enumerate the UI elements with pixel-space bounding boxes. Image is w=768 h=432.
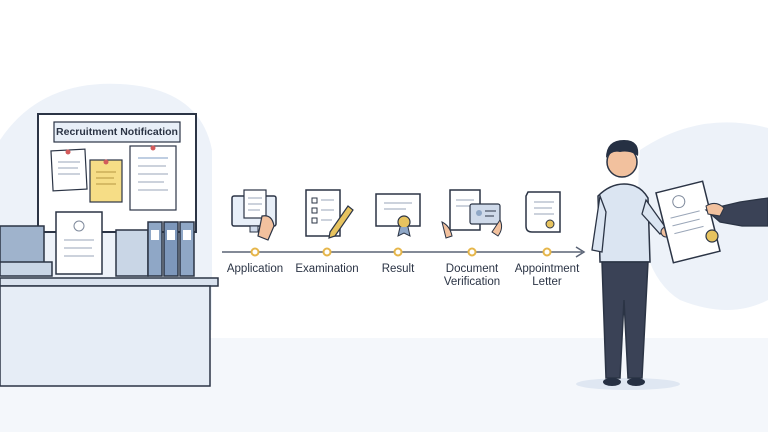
step-dot-5	[542, 247, 552, 257]
document-id-card-icon	[441, 189, 503, 239]
process-timeline	[222, 246, 586, 258]
computer-hand-icon	[231, 189, 277, 241]
step-label-application: Application	[226, 263, 284, 275]
step-label-appointment-letter: Appointment Letter	[514, 263, 580, 288]
candidate-figure	[576, 140, 680, 390]
notice-board	[37, 113, 197, 233]
step-dot-3	[393, 247, 403, 257]
step-label-result: Result	[381, 263, 415, 275]
certificate-seal-icon	[375, 193, 421, 237]
timeline-arrowhead	[575, 246, 586, 258]
checklist-pencil-icon	[305, 189, 354, 239]
appointment-letter-handover	[655, 180, 768, 264]
desk	[0, 211, 219, 387]
board-title: Recruitment Notification	[56, 126, 178, 138]
step-label-document-verification: Document Verification	[443, 263, 501, 288]
step-dot-2	[322, 247, 332, 257]
step-dot-1	[250, 247, 260, 257]
step-dot-4	[467, 247, 477, 257]
step-label-examination: Examination	[295, 263, 359, 275]
scroll-letter-icon	[525, 191, 561, 233]
